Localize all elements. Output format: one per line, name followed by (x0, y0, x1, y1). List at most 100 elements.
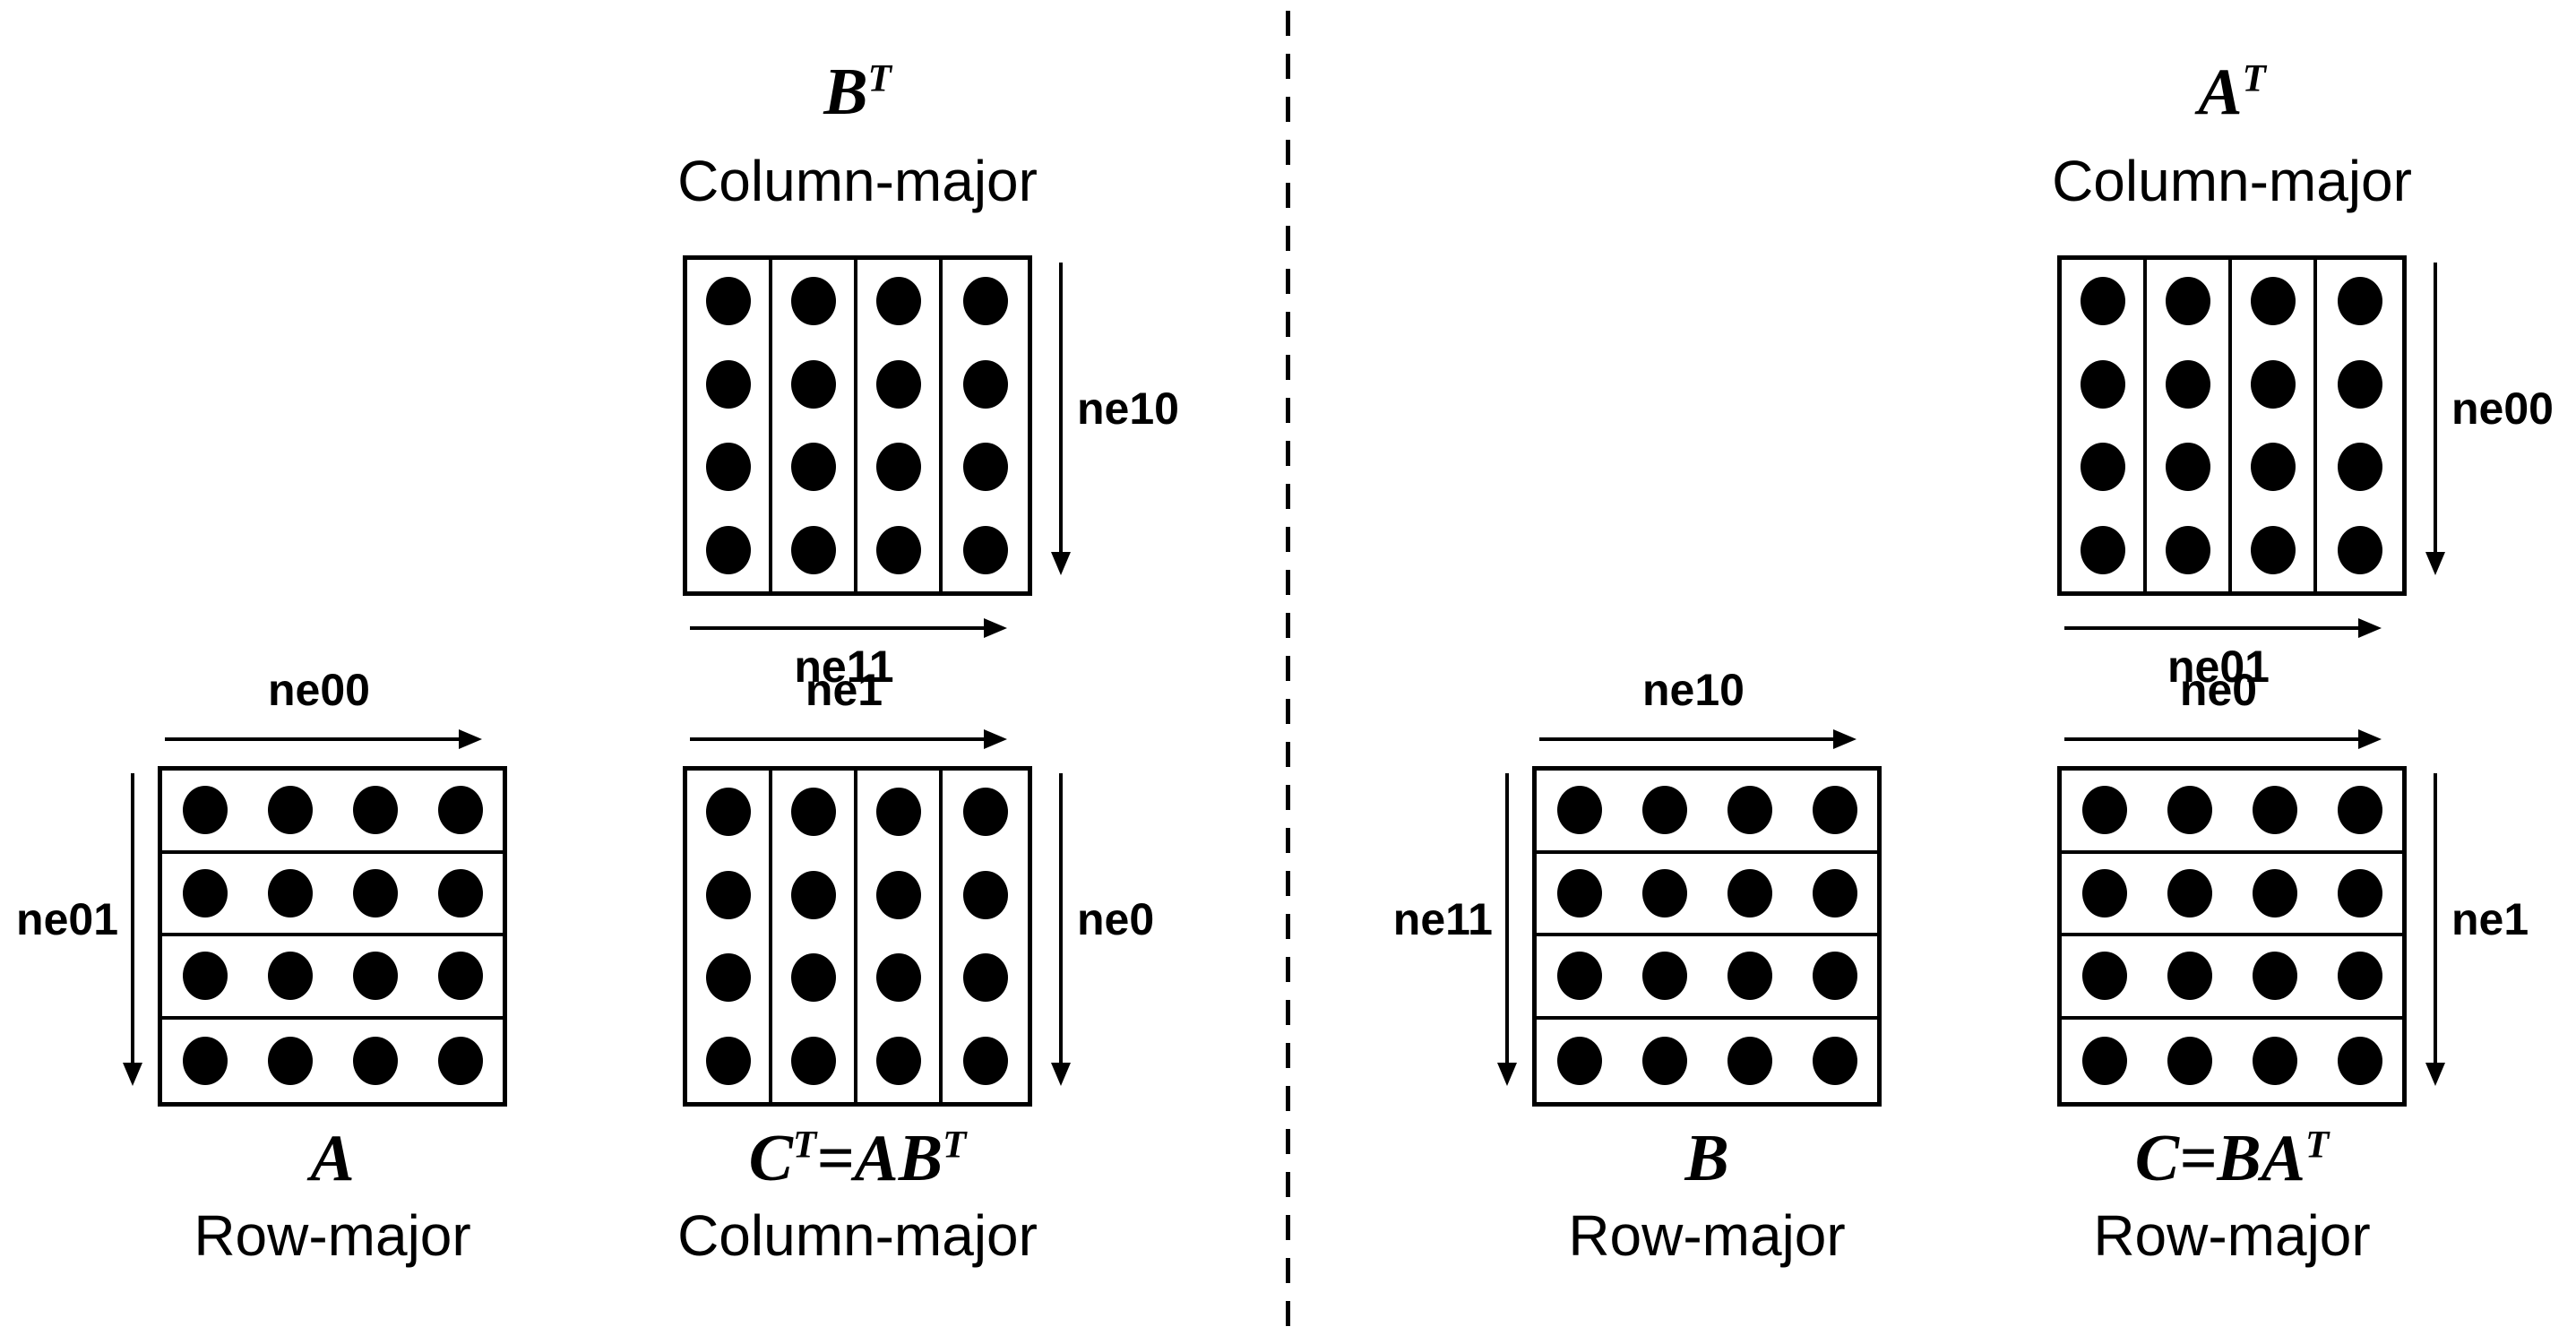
label-ne0: ne0 (1077, 894, 1155, 944)
label-ne00: ne00 (268, 665, 370, 715)
matrix-dot (352, 1036, 398, 1085)
matrix-dot (1727, 952, 1772, 1001)
matrix-b-transpose-unit: BT Column-major ne10 ne11 (677, 56, 1179, 689)
arrow-ne11-down (1505, 773, 1509, 1064)
matrix-dot (2167, 1036, 2212, 1085)
matrix-dot (2080, 277, 2125, 326)
matrix-strip (772, 260, 857, 591)
label-ne1: ne1 (2451, 894, 2529, 944)
name-superscript: T (793, 1124, 817, 1167)
arrow-ne11-right (690, 626, 986, 630)
matrix-strip (162, 1020, 503, 1103)
matrix-a-transpose-title: AT Column-major (1963, 56, 2501, 212)
matrix-b-transpose-layout: Column-major (677, 148, 1038, 213)
matrix-strip (1537, 1020, 1877, 1103)
matrix-b-transpose-title: BT Column-major (589, 56, 1126, 212)
matrix-strip (2317, 260, 2402, 591)
matrix-dot (1641, 1036, 1687, 1085)
matrix-dot (875, 1036, 921, 1085)
matrix-dot (1812, 1036, 1857, 1085)
matrix-b-caption: B Row-major (1438, 1122, 1976, 1267)
matrix-strip (162, 854, 503, 936)
matrix-dot (2080, 359, 2125, 409)
matrix-dot (352, 952, 398, 1001)
label-ne11: ne11 (1392, 894, 1493, 944)
matrix-strip (2062, 260, 2147, 591)
matrix-dot (182, 786, 228, 835)
matrix-dot (2081, 952, 2127, 1001)
matrix-dot (705, 525, 751, 574)
matrix-dot (1812, 952, 1857, 1001)
matrix-dot (2081, 868, 2127, 918)
arrow-ne00-right (165, 737, 461, 741)
matrix-a-transpose-name: AT (1963, 56, 2501, 129)
matrix-a-transpose-grid (2057, 255, 2407, 596)
matrix-strip (1537, 936, 1877, 1020)
matrix-dot (267, 786, 313, 835)
matrix-dot (267, 1036, 313, 1085)
matrix-dot (875, 359, 921, 409)
matrix-dot (2165, 525, 2210, 574)
matrix-c-grid (2057, 766, 2407, 1107)
matrix-dot (875, 953, 921, 1003)
matrix-dot (1727, 786, 1772, 835)
matrix-strip (1537, 854, 1877, 936)
matrix-c-transpose-layout: Column-major (677, 1203, 1038, 1269)
arrow-ne01-down (131, 773, 134, 1064)
name-superscript: T (2305, 1124, 2330, 1167)
matrix-dot (1556, 952, 1602, 1001)
matrix-dot (705, 870, 751, 919)
label-ne00: ne00 (2451, 383, 2554, 434)
matrix-strip (772, 771, 857, 1102)
name-text: =AB (816, 1122, 943, 1195)
matrix-strip (162, 936, 503, 1020)
matrix-dot (2337, 868, 2382, 918)
arrow-ne00-down (2434, 263, 2437, 554)
matrix-dot (875, 443, 921, 492)
matrix-dot (2337, 443, 2382, 492)
matrix-strip (857, 260, 943, 591)
name-text: C=BA (2134, 1122, 2306, 1195)
matrix-dot (2252, 868, 2297, 918)
matrix-strip (2062, 936, 2402, 1020)
matrix-dot (2337, 786, 2382, 835)
matrix-dot (875, 870, 921, 919)
name-text: B (1684, 1122, 1729, 1195)
matrix-dot (2250, 359, 2296, 409)
matrix-dot (2081, 786, 2127, 835)
matrix-dot (2165, 359, 2210, 409)
label-ne1: ne1 (805, 665, 883, 715)
matrix-dot (2252, 786, 2297, 835)
arrow-ne01-right (2064, 626, 2360, 630)
matrix-c-name: C=BAT (1963, 1122, 2501, 1195)
label-ne01: ne01 (2167, 642, 2270, 692)
matrix-dot (705, 1036, 751, 1085)
matrix-dot (267, 952, 313, 1001)
matrix-b-transpose-name: BT (589, 56, 1126, 129)
matrix-dot (790, 870, 836, 919)
matrix-dot (705, 953, 751, 1003)
matrix-dot (2080, 525, 2125, 574)
matrix-dot (1641, 952, 1687, 1001)
matrix-dot (2252, 952, 2297, 1001)
matrix-dot (182, 1036, 228, 1085)
arrow-ne0-down (1059, 773, 1063, 1064)
label-ne01: ne01 (16, 894, 118, 944)
matrix-a-unit: ne00 ne01 A Row-major (16, 668, 507, 1268)
matrix-strip (943, 260, 1028, 591)
matrix-dot (790, 359, 836, 409)
matrix-c-transpose-caption: CT=ABT Column-major (589, 1122, 1126, 1269)
arrow-ne10-right (1539, 737, 1835, 741)
matrix-strip (2062, 771, 2402, 854)
matrix-a-grid (158, 766, 507, 1107)
arrow-ne1-down (2434, 773, 2437, 1064)
arrow-ne1-right (690, 737, 986, 741)
matrix-dot (962, 1036, 1008, 1085)
matrix-strip (162, 771, 503, 854)
matrix-dot (790, 788, 836, 837)
matrix-dot (705, 788, 751, 837)
matrix-strip (2062, 1020, 2402, 1103)
matrix-c-unit: ne0 ne1 C=BAT Row-major (2057, 668, 2529, 1268)
matrix-dot (962, 277, 1008, 326)
matrix-a-caption: A Row-major (64, 1122, 601, 1267)
